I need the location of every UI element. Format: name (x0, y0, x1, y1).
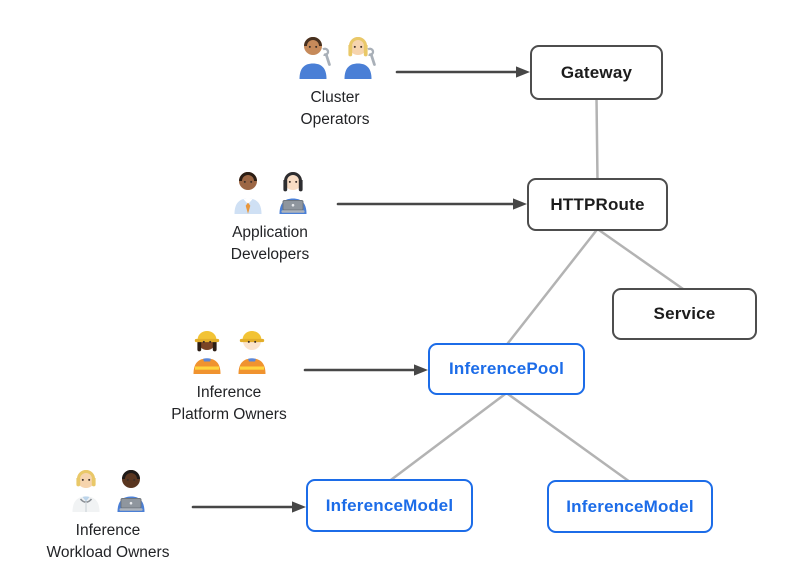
node-httproute-label: HTTPRoute (550, 194, 645, 214)
node-inferencemodel-right: InferenceModel (547, 480, 713, 533)
inference-workload-owners-emoji-pair (66, 466, 151, 517)
actor-application-developers-label: Application Developers (230, 224, 310, 263)
actor-application-developers: Application Developers (180, 168, 360, 266)
actor-inference-workload-owners-label: Inference Workload Owners (46, 522, 170, 561)
node-httproute: HTTPRoute (527, 178, 668, 231)
node-service-label: Service (653, 304, 716, 323)
actor-cluster-operators-label: Cluster Operators (300, 89, 370, 128)
woman-technologist-icon (273, 168, 313, 219)
health-worker-icon (66, 466, 106, 517)
node-gateway-label: Gateway (560, 62, 633, 82)
actor-inference-platform-owners-label: Inference Platform Owners (171, 384, 287, 423)
node-inferencemodel-left: InferenceModel (306, 479, 473, 532)
node-inferencemodel-left-label: InferenceModel (325, 495, 454, 515)
actor-inference-platform-owners: Inference Platform Owners (139, 328, 319, 426)
man-technologist-icon (111, 466, 151, 517)
woman-construction-worker-icon (187, 328, 227, 379)
man-construction-worker-icon (232, 328, 272, 379)
actor-cluster-operators: Cluster Operators (245, 33, 425, 131)
node-inferencepool: InferencePool (428, 343, 585, 395)
node-inferencepool-label: InferencePool (448, 359, 565, 378)
inference-platform-owners-emoji-pair (187, 328, 272, 379)
node-inferencemodel-right-label: InferenceModel (566, 496, 694, 516)
application-developers-emoji-pair (228, 168, 313, 219)
actor-inference-workload-owners: Inference Workload Owners (18, 466, 198, 564)
woman-mechanic-icon (338, 33, 378, 84)
man-office-worker-icon (228, 168, 268, 219)
man-mechanic-icon (293, 33, 333, 84)
node-gateway: Gateway (530, 45, 663, 100)
cluster-operators-emoji-pair (293, 33, 378, 84)
node-service: Service (612, 288, 757, 340)
